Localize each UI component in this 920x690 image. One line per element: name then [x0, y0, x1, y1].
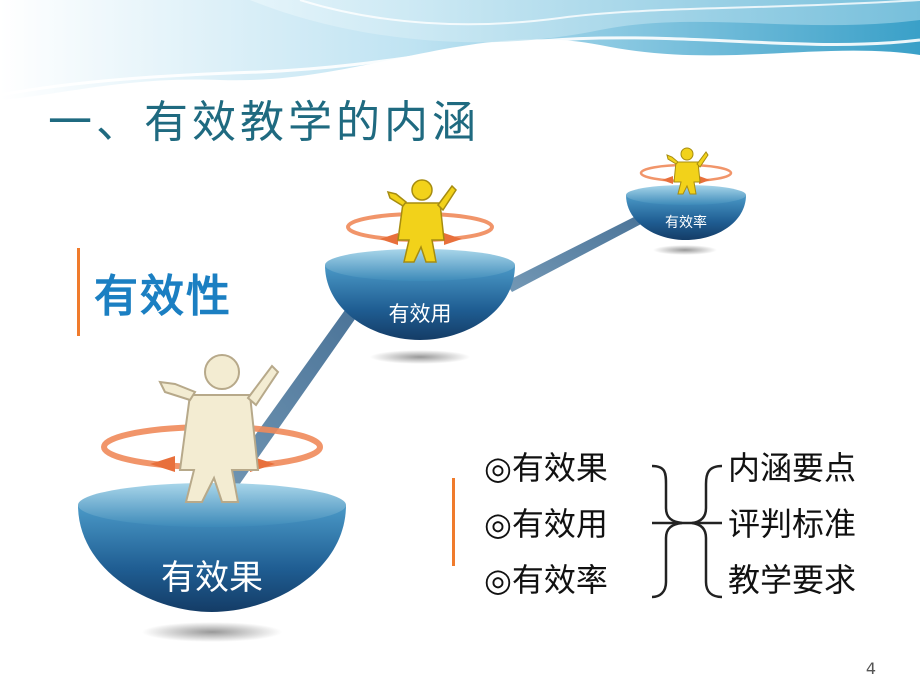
connector-beam — [505, 214, 645, 292]
list-item: 内涵要点 — [728, 449, 857, 487]
person-figure-icon — [666, 147, 709, 195]
step-label-efficiency: 有效率 — [665, 215, 707, 231]
list-item: 教学要求 — [728, 561, 857, 599]
bowl-pedestal-icon — [325, 249, 515, 340]
list-item: ◎有效率 — [484, 561, 608, 599]
bowl-shadow — [142, 622, 282, 642]
right-list: 内涵要点 评判标准 教学要求 — [728, 440, 856, 608]
step-label-use: 有效用 — [388, 302, 452, 326]
step-label-effect: 有效果 — [161, 558, 263, 598]
list-item: ◎有效果 — [484, 449, 608, 487]
bowl-shadow — [653, 245, 717, 255]
list-accent-bar — [452, 478, 455, 566]
page-number: 4 — [865, 659, 876, 678]
person-figure-icon — [386, 179, 457, 263]
list-item: 评判标准 — [728, 505, 857, 543]
bowl-shadow — [370, 350, 470, 364]
person-figure-icon — [158, 354, 280, 503]
slide-title: 一、有效教学的内涵 — [48, 97, 480, 148]
list-item: ◎有效用 — [484, 505, 608, 543]
heading-effectiveness: 有效性 — [94, 271, 232, 322]
left-list: ◎有效果 ◎有效用 ◎有效率 — [484, 440, 608, 608]
bowl-pedestal-icon — [78, 483, 346, 612]
header-wave-decoration — [0, 0, 920, 100]
heading-accent-bar — [77, 248, 80, 336]
bracket-connector — [651, 464, 723, 599]
bowl-pedestal-icon — [626, 185, 746, 240]
